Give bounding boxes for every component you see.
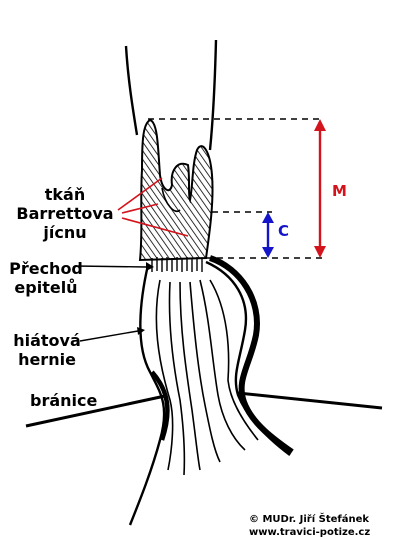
guides xyxy=(148,118,322,259)
transition-pointer xyxy=(74,262,154,271)
copyright-credit: © MUDr. Jiří Štefánek www.travici-potize… xyxy=(249,513,370,539)
z-line xyxy=(151,257,203,272)
gastric-folds xyxy=(155,279,259,476)
hernia-pointer xyxy=(79,327,145,342)
diaphragm-right xyxy=(237,391,383,410)
hernia-label: hiátová hernie xyxy=(4,331,90,369)
barrett-label-line1: tkáň xyxy=(44,185,86,204)
hernia-label-line1: hiátová xyxy=(13,331,81,350)
barrett-label-line2: Barrettova xyxy=(16,204,114,223)
hernia-outline xyxy=(128,264,166,526)
barrett-label: tkáň Barrettova jícnu xyxy=(5,185,125,242)
c-label: C xyxy=(278,222,290,240)
credit-author: © MUDr. Jiří Štefánek xyxy=(249,514,370,525)
barrett-label-line3: jícnu xyxy=(43,223,87,242)
m-label: M xyxy=(332,182,347,200)
esophagus-left-wall xyxy=(124,45,139,136)
barrett-pointers xyxy=(117,177,189,237)
esophagus-right-wall xyxy=(208,39,218,151)
hernia-label-line2: hernie xyxy=(18,350,76,369)
transition-label: Přechod epitelů xyxy=(6,259,86,297)
transition-label-line2: epitelů xyxy=(14,278,78,297)
diaphragm-label: bránice xyxy=(30,391,98,410)
c-arrow xyxy=(262,212,274,258)
m-arrow xyxy=(314,119,326,258)
diaphragm-left xyxy=(25,394,166,428)
transition-label-line1: Přechod xyxy=(9,259,83,278)
barrett-tissue xyxy=(138,118,214,262)
credit-website: www.travici-potize.cz xyxy=(249,527,371,538)
barrett-inner-notch xyxy=(161,187,181,212)
hernia-thick-wall xyxy=(208,255,294,455)
hernia-left-thick xyxy=(150,370,170,441)
